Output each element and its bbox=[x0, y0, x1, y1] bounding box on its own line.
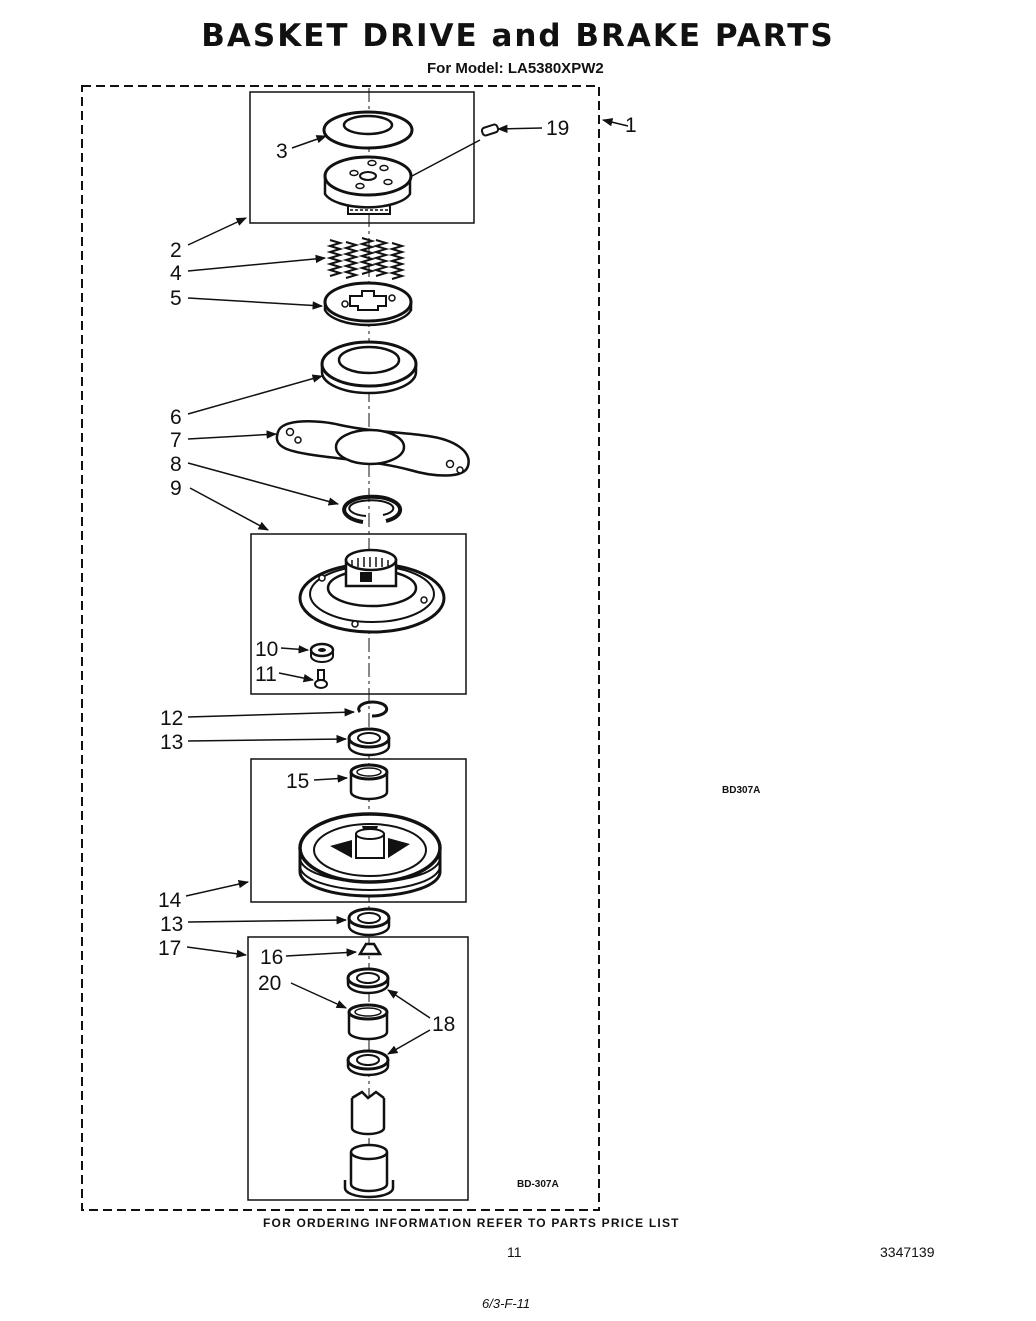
part-20-bearing-sleeve bbox=[347, 1003, 389, 1041]
callout-9: 9 bbox=[170, 477, 182, 500]
drawing-code-inner: BD-307A bbox=[517, 1179, 559, 1190]
callout-2: 2 bbox=[170, 239, 182, 262]
part-14-pulley bbox=[298, 812, 442, 898]
callout-15: 15 bbox=[286, 770, 309, 793]
part-18-ring-lower bbox=[346, 1049, 390, 1077]
shaft-lower-piece bbox=[343, 1143, 395, 1199]
callout-18: 18 bbox=[432, 1013, 455, 1036]
part-3-washer bbox=[322, 110, 414, 150]
part-19-set-screw bbox=[480, 123, 500, 137]
drawing-code-right: BD307A bbox=[722, 785, 761, 796]
ordering-info: FOR ORDERING INFORMATION REFER TO PARTS … bbox=[263, 1216, 680, 1230]
part-6-brake-lining bbox=[320, 340, 418, 395]
subassembly-box-9 bbox=[250, 533, 467, 695]
callout-10: 10 bbox=[255, 638, 278, 661]
callout-3: 3 bbox=[276, 140, 288, 163]
leader-lines bbox=[185, 118, 629, 1055]
diagram-title: BASKET DRIVE and BRAKE PARTS bbox=[201, 18, 835, 54]
part-4-springs bbox=[326, 237, 406, 280]
part-2-drive-hub bbox=[323, 155, 413, 215]
callout-7: 7 bbox=[170, 429, 182, 452]
callout-13-upper: 13 bbox=[160, 731, 183, 754]
callout-17: 17 bbox=[158, 937, 181, 960]
callout-14: 14 bbox=[158, 889, 182, 912]
callout-labels: 1 19 3 2 4 5 6 7 8 9 10 11 12 13 15 14 1… bbox=[158, 114, 637, 1036]
part-13-bearing-upper bbox=[347, 727, 391, 757]
callout-6: 6 bbox=[170, 406, 182, 429]
callout-13-lower: 13 bbox=[160, 913, 183, 936]
document-number: 3347139 bbox=[880, 1244, 935, 1260]
part-10-nut bbox=[309, 642, 335, 663]
callout-1: 1 bbox=[625, 114, 637, 137]
part-13-bearing-lower bbox=[347, 907, 391, 937]
subassembly-box-2 bbox=[249, 91, 475, 224]
part-15-bushing bbox=[349, 763, 389, 801]
callout-8: 8 bbox=[170, 453, 182, 476]
callout-4: 4 bbox=[170, 262, 182, 285]
callout-5: 5 bbox=[170, 287, 182, 310]
part-18-ring-upper bbox=[346, 967, 390, 995]
subassembly-box-17 bbox=[247, 936, 469, 1201]
callout-12: 12 bbox=[160, 707, 183, 730]
callout-19: 19 bbox=[546, 117, 569, 140]
page-number: 11 bbox=[507, 1244, 522, 1260]
callout-16: 16 bbox=[260, 946, 283, 969]
model-subtitle: For Model: LA5380XPW2 bbox=[427, 60, 604, 77]
callout-11: 11 bbox=[255, 663, 277, 686]
callout-20: 20 bbox=[258, 972, 281, 995]
assembly-outline bbox=[81, 85, 600, 1211]
part-8-retaining-ring bbox=[342, 494, 403, 524]
shaft-upper-piece bbox=[350, 1090, 386, 1136]
part-16-cap bbox=[357, 942, 383, 956]
part-12-snap-ring bbox=[357, 700, 389, 718]
part-9-brake-housing bbox=[298, 548, 446, 634]
subassembly-box-14 bbox=[250, 758, 467, 903]
part-7-brake-plate bbox=[275, 420, 470, 477]
part-5-spring-plate bbox=[323, 281, 413, 327]
part-11-screw bbox=[314, 669, 328, 689]
handwritten-note: 6/3-F-11 bbox=[482, 1296, 531, 1311]
